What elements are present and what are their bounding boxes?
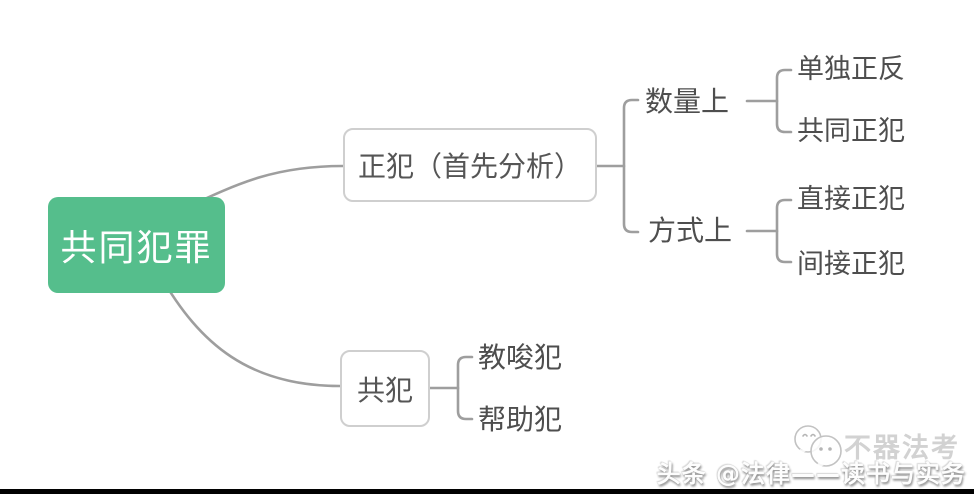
bottom-divider-bar: [0, 489, 974, 494]
root-node-label: 共同犯罪: [60, 228, 213, 269]
node-instigator[interactable]: 教唆犯: [478, 341, 563, 374]
wechat-chat-bubbles-icon: [794, 425, 842, 470]
watermark-logo-text: 不器法考: [844, 433, 960, 464]
node-direct-principal[interactable]: 直接正犯: [797, 184, 905, 215]
bracket-shuliang-children: [775, 68, 793, 134]
node-principal-offender-label: 正犯（首先分析）: [357, 150, 582, 183]
watermark-logo: 不器法考: [788, 422, 974, 474]
node-principal-offender[interactable]: 正犯（首先分析）: [343, 128, 597, 202]
bracket-gongfan-children: [456, 355, 474, 421]
node-accomplice[interactable]: 共犯: [340, 350, 430, 427]
node-single-principal[interactable]: 单独正反: [797, 54, 905, 85]
root-node-joint-crime[interactable]: 共同犯罪: [48, 197, 225, 293]
node-by-method[interactable]: 方式上: [648, 214, 733, 247]
node-accomplice-label: 共犯: [356, 373, 413, 407]
connector-root-to-gongfan: [158, 273, 342, 388]
node-joint-principal[interactable]: 共同正犯: [797, 116, 905, 147]
node-by-quantity[interactable]: 数量上: [645, 85, 730, 118]
node-indirect-principal[interactable]: 间接正犯: [797, 249, 905, 280]
bracket-zhengfan-children: [622, 98, 640, 234]
node-helper[interactable]: 帮助犯: [478, 403, 563, 436]
watermark-credit: 头条 @法律——读书与实务: [656, 460, 966, 488]
bracket-fangshi-children: [775, 198, 793, 264]
